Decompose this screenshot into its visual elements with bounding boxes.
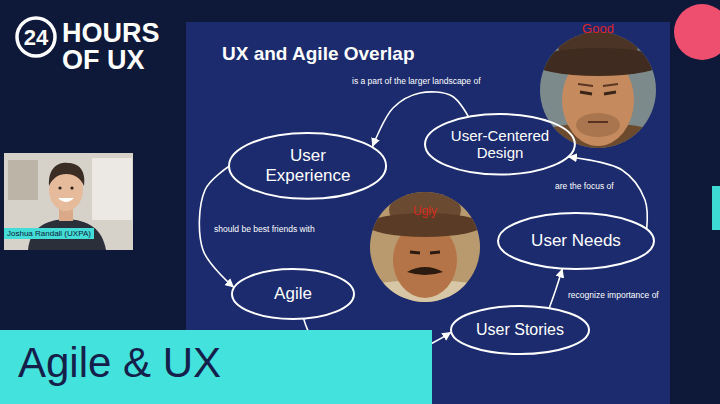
- node-label: Agile: [274, 284, 312, 304]
- ellipse-shape: [498, 213, 654, 269]
- ugly-portrait: [367, 190, 483, 302]
- session-banner: [0, 330, 432, 404]
- portrait-eyes: [410, 252, 440, 253]
- connector: [549, 269, 562, 309]
- label-holder: HOURS OF UX: [62, 20, 187, 74]
- decor-circle: [674, 4, 720, 60]
- portrait-eyes: [580, 92, 616, 94]
- portrait-caption: Ugly: [405, 205, 445, 219]
- concept-ellipse: User Experience: [228, 132, 387, 200]
- edge-label-holder: recognize importance of: [566, 289, 661, 301]
- node-label: User-Centered Design: [446, 127, 554, 162]
- title-holder: UX and Agile Overlap: [222, 43, 415, 65]
- person-eye: [70, 186, 73, 189]
- label-holder: Ugly: [405, 205, 445, 219]
- node-text-holder: Agile: [274, 284, 312, 304]
- portrait-hat-brim: [532, 48, 664, 76]
- good-portrait: [532, 22, 664, 148]
- node-text-holder: User-Centered Design: [446, 127, 554, 162]
- ellipse-shape: [232, 269, 354, 319]
- connector: [568, 157, 647, 229]
- node-label: User Stories: [476, 321, 564, 339]
- decor-tab: [712, 186, 720, 230]
- edge-label: are the focus of: [553, 180, 616, 192]
- webcam-shelf: [8, 160, 38, 200]
- concept-ellipse: Agile: [231, 268, 355, 320]
- node-label: User Needs: [531, 231, 621, 251]
- session-banner-text: Agile & UX: [18, 339, 221, 387]
- concept-ellipse: User Needs: [497, 212, 655, 270]
- label-holder: Joshua Randall (UXPA): [4, 228, 94, 239]
- edge-label: should be best friends with: [212, 223, 317, 235]
- portrait-stubble: [576, 113, 620, 137]
- label-holder: 24: [17, 25, 55, 50]
- webcam-window: [92, 158, 132, 220]
- node-text-holder: User Needs: [531, 231, 621, 251]
- webcam-room: [4, 153, 133, 250]
- logo-text: HOURS OF UX: [62, 20, 187, 74]
- speaker-name: Joshua Randall (UXPA): [4, 228, 94, 239]
- node-label: User Experience: [253, 146, 363, 185]
- portrait-moustache: [407, 267, 443, 275]
- logo-ring: [17, 18, 55, 56]
- node-text-holder: User Experience: [253, 146, 363, 185]
- edge-label-holder: are the focus of: [553, 180, 616, 192]
- concept-ellipse: User-Centered Design: [424, 113, 576, 176]
- portrait-caption: Good: [578, 22, 618, 37]
- edge-label: recognize importance of: [566, 289, 661, 301]
- person-hair: [49, 163, 84, 186]
- ellipse-shape: [425, 114, 575, 175]
- concept-ellipse: User Stories: [450, 305, 590, 355]
- label-holder: Agile & UX: [18, 339, 221, 387]
- edge-label: is a part of the larger landscape of: [350, 75, 483, 87]
- webcam-view: [4, 153, 133, 250]
- portrait-brows: [578, 84, 618, 86]
- node-text-holder: User Stories: [476, 321, 564, 339]
- person-eye: [58, 186, 61, 189]
- edge-label-holder: is a part of the larger landscape of: [350, 75, 483, 87]
- logo-number: 24: [17, 25, 55, 50]
- ellipse-shape: [451, 306, 589, 354]
- portrait-sky: [370, 192, 480, 302]
- edge-label-holder: should be best friends with: [212, 223, 317, 235]
- slide-title: UX and Agile Overlap: [222, 43, 415, 65]
- label-holder: Good: [578, 22, 618, 37]
- person-smile: [58, 198, 74, 202]
- ellipse-shape: [229, 133, 386, 199]
- portrait-mouth: [588, 121, 608, 123]
